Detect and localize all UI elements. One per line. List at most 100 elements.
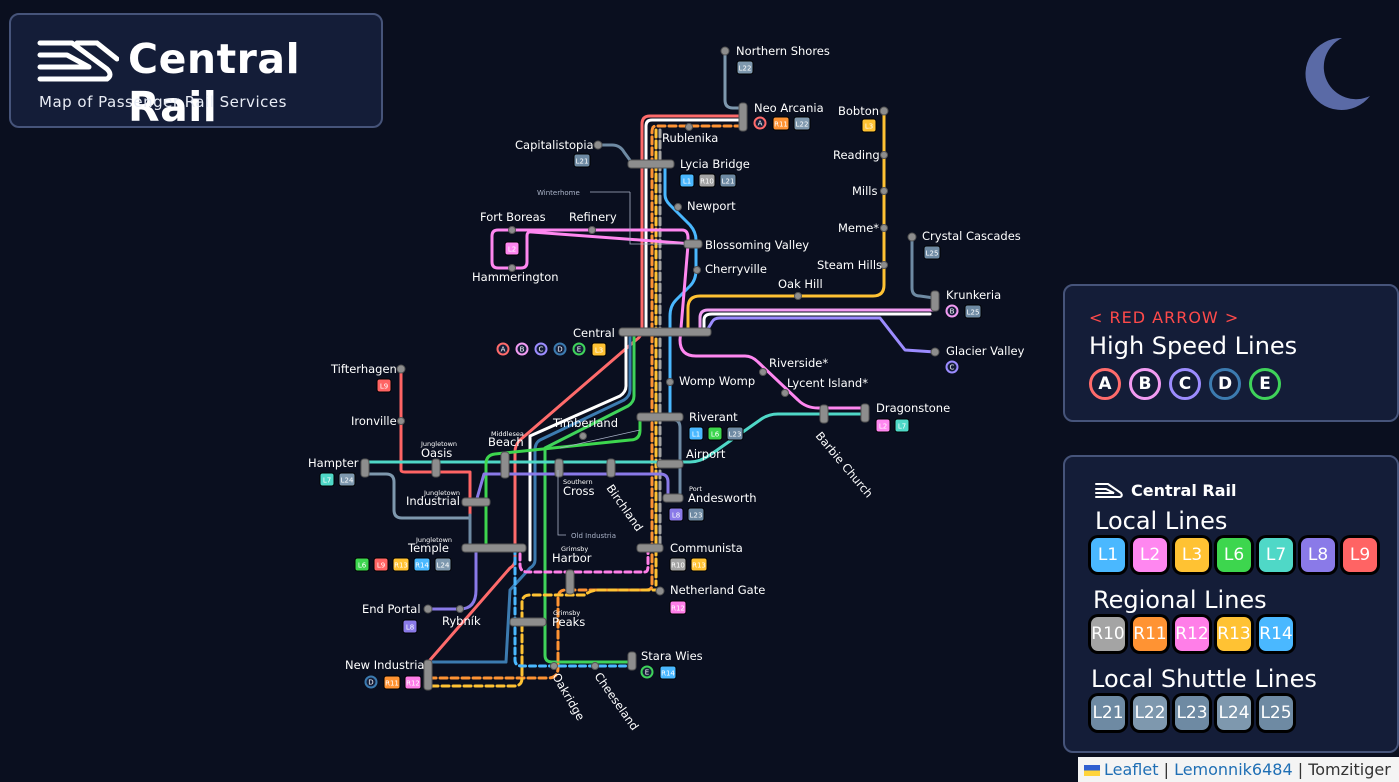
line-badge-label: E (645, 669, 649, 677)
moon-icon[interactable] (1302, 36, 1372, 110)
line-badge (736, 60, 754, 75)
line-badge (669, 600, 687, 615)
line-badge-b[interactable]: B (1129, 368, 1161, 400)
app-title: Central Rail (128, 35, 301, 131)
regional-line-badges: R10 R11 R12 R13 R14 (1091, 617, 1293, 651)
line-badge (338, 472, 356, 487)
leaflet-link[interactable]: Leaflet (1104, 760, 1159, 779)
line-badge (688, 426, 704, 441)
station-prefix: Jungletown (415, 536, 452, 544)
line-badge (572, 342, 586, 356)
station-label: Barbie Church (813, 429, 876, 501)
map-attribution: Leaflet | Lemonnik6484 | Tomzitiger (1078, 757, 1399, 782)
station-label: Temple (407, 541, 449, 555)
line-badge-e[interactable]: E (1249, 368, 1281, 400)
line-badge-label: R10 (700, 178, 714, 186)
line-badge-r11[interactable]: R11 (1133, 617, 1167, 651)
station-label: Central (573, 326, 615, 340)
line-badge-label: E (577, 346, 581, 354)
line-badge-c[interactable]: C (1169, 368, 1201, 400)
shuttle-lines-heading: Local Shuttle Lines (1091, 665, 1317, 693)
credit-text: Tomzitiger (1308, 760, 1391, 779)
line-badge-r14[interactable]: R14 (1259, 617, 1293, 651)
line-badge-label: L25 (926, 250, 939, 258)
title-panel: Central Rail Map of Passenger Rail Servi… (9, 13, 383, 131)
station-label: Harbor (552, 551, 592, 565)
line-badge-label: R12 (406, 680, 420, 688)
line-badge-l3[interactable]: L3 (1175, 538, 1209, 572)
line-badge (376, 378, 392, 393)
central-rail-logo-icon (1095, 483, 1123, 498)
line-badge-l24[interactable]: L24 (1217, 696, 1251, 730)
station-label: Birchland (604, 482, 646, 534)
line-badge (875, 418, 891, 433)
local-lines-heading: Local Lines (1095, 507, 1228, 535)
line-badge (534, 342, 548, 356)
line-badge (553, 342, 567, 356)
station-label: Rublenika (662, 131, 718, 145)
station-label: Rybník (442, 614, 481, 628)
line-badge-label: A (501, 346, 506, 354)
line-badge-r13[interactable]: R13 (1217, 617, 1251, 651)
line-badge-l1[interactable]: L1 (1091, 538, 1125, 572)
line-badge-l22[interactable]: L22 (1133, 696, 1167, 730)
line-badge-l21[interactable]: L21 (1091, 696, 1125, 730)
station-label: Meme* (838, 221, 879, 235)
station-label: Crystal Cascades (922, 229, 1021, 243)
line-badge-label: C (950, 364, 955, 372)
station-label: Timberland (552, 416, 618, 430)
station-prefix: Grimsby (561, 545, 588, 553)
line-badge (669, 557, 687, 572)
line-badge (504, 241, 520, 256)
station-label: Hammerington (472, 270, 559, 284)
station-label: Capitalistopia (515, 138, 594, 152)
line-badge (772, 116, 790, 131)
line-badge-l25[interactable]: L25 (1259, 696, 1293, 730)
line-badge-label: L9 (380, 383, 388, 391)
line-badge-label: L2 (879, 423, 887, 431)
line-badge (894, 418, 910, 433)
line-badge-l6[interactable]: L6 (1217, 538, 1251, 572)
central-rail-logo-icon (37, 40, 119, 82)
station-label: Oasis (421, 446, 452, 460)
station-label: Lycia Bridge (680, 157, 750, 171)
line-badge-label: R11 (385, 680, 399, 688)
station-label: Communista (670, 541, 743, 555)
line-badge-r12[interactable]: R12 (1175, 617, 1209, 651)
station-prefix: Jungletown (420, 440, 457, 448)
station-label: Riverside* (769, 356, 828, 370)
station-label: Womp Womp (679, 374, 755, 388)
line-badge (668, 507, 684, 522)
line-badge-l9[interactable]: L9 (1343, 538, 1377, 572)
line-badge-l23[interactable]: L23 (1175, 696, 1209, 730)
line-badge-d[interactable]: D (1209, 368, 1241, 400)
line-badge-label: L1 (692, 431, 700, 439)
station-label: Mills (852, 184, 878, 198)
line-badge-label: L8 (672, 512, 680, 520)
station-label: Fort Boreas (480, 210, 546, 224)
line-badge-label: L8 (406, 624, 414, 632)
station-label: Peaks (552, 615, 585, 629)
line-badge-r10[interactable]: R10 (1091, 617, 1125, 651)
station-label: Oakridge (549, 671, 587, 723)
station-label: Airport (686, 447, 726, 461)
app-subtitle: Map of Passenger Rail Services (39, 93, 287, 111)
station-label: Cross (563, 484, 595, 498)
line-badge-label: D (557, 346, 562, 354)
author-link[interactable]: Lemonnik6484 (1174, 760, 1293, 779)
line-badge-label: L22 (796, 121, 809, 129)
line-badge-label: L7 (898, 423, 906, 431)
station-label: Bobton (838, 104, 879, 118)
line-badge (591, 342, 607, 357)
station-label: Lycent Island* (787, 376, 868, 390)
station-prefix: Port (689, 485, 702, 493)
line-badge-a[interactable]: A (1089, 368, 1121, 400)
line-badge-l2[interactable]: L2 (1133, 538, 1167, 572)
line-badge-l7[interactable]: L7 (1259, 538, 1293, 572)
line-badge-l8[interactable]: L8 (1301, 538, 1335, 572)
line-badge (687, 507, 705, 522)
line-badge-label: L9 (377, 562, 385, 570)
line-badge (707, 426, 723, 441)
